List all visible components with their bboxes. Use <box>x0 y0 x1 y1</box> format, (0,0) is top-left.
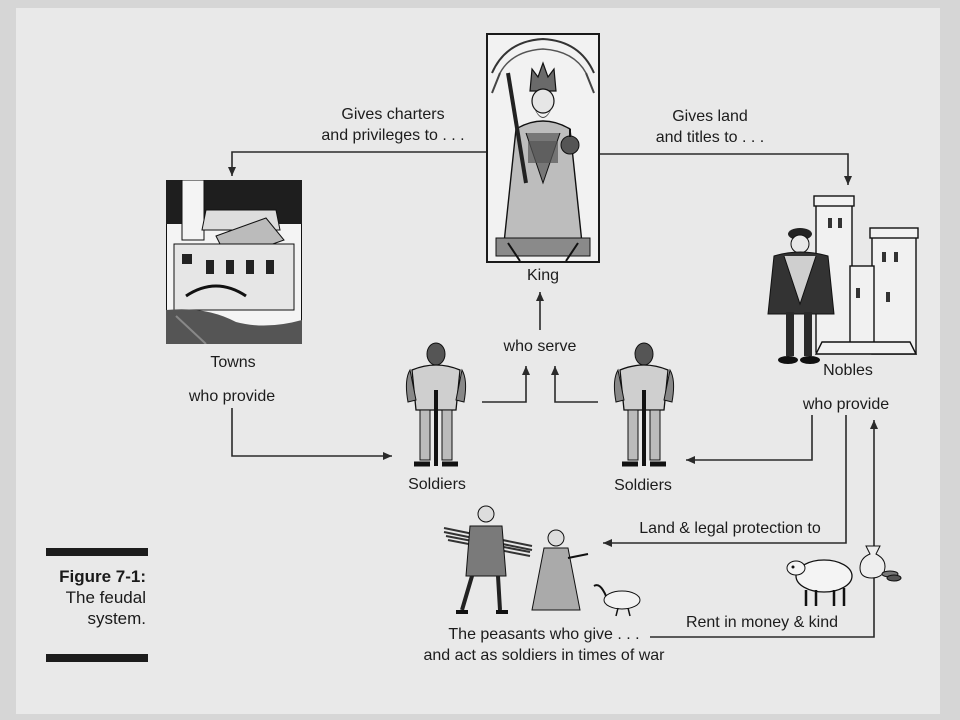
edge-label-king-to-towns: Gives charters and privileges to . . . <box>321 106 465 144</box>
caption-rule-bottom <box>46 654 148 662</box>
money-bag-icon <box>859 545 902 582</box>
arrow-nobles-to-soldiers <box>686 415 813 464</box>
caption-text: The feudal system. <box>65 588 146 628</box>
node-nobles-sub: who provide <box>802 396 890 413</box>
arrow-king-to-nobles <box>600 153 852 185</box>
peasant-family-icon <box>443 505 641 617</box>
edge-label-king-to-nobles: Gives land and titles to . . . <box>655 108 765 146</box>
noble-castle-icon <box>767 195 919 364</box>
armored-knight-icon <box>613 342 675 467</box>
king-portrait-icon <box>486 33 600 263</box>
node-nobles-label: Nobles <box>823 362 873 379</box>
arrow-left-soldiers-serve <box>482 366 530 403</box>
caption-rule-top <box>46 548 148 556</box>
sheep-icon <box>786 559 853 606</box>
armored-knight-icon <box>405 342 467 467</box>
edge-label-nobles-to-peasants: Land & legal protection to <box>639 520 821 537</box>
node-towns-label: Towns <box>210 354 256 371</box>
edge-label-peasants-to-nobles: Rent in money & kind <box>685 614 839 631</box>
node-soldiers-left-label: Soldiers <box>408 476 466 493</box>
node-peasants-label: The peasants who give . . . and act as s… <box>423 626 665 664</box>
node-serve-label: who serve <box>503 338 577 355</box>
arrow-nobles-to-peasants <box>603 415 847 547</box>
node-king-label: King <box>526 267 560 284</box>
node-towns-sub: who provide <box>188 388 276 405</box>
town-building-icon <box>166 180 302 344</box>
arrow-peasants-to-nobles <box>650 420 878 638</box>
caption-number: Figure 7-1: <box>59 567 146 586</box>
arrow-towns-to-soldiers <box>231 408 392 460</box>
node-soldiers-right-label: Soldiers <box>614 477 672 494</box>
figure-caption: Figure 7-1: The feudal system. <box>40 566 146 629</box>
arrow-right-soldiers-serve <box>551 366 598 403</box>
arrow-king-to-towns <box>228 151 487 176</box>
